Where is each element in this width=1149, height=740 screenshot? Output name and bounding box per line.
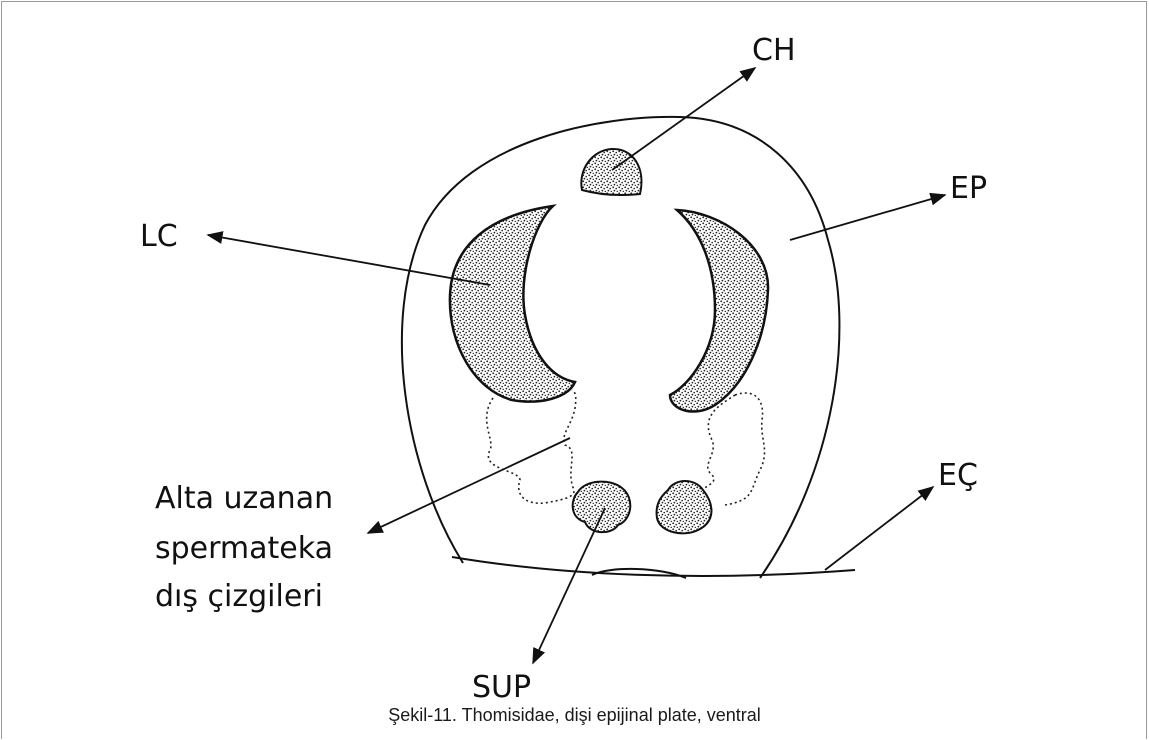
left-lateral-crescent (450, 206, 575, 402)
label-spermateka-line2: spermateka (155, 531, 333, 566)
label-sup: SUP (472, 670, 531, 705)
label-ec: EÇ (938, 458, 978, 493)
sup-arrow (533, 508, 605, 663)
left-spermatheca-outline (487, 390, 576, 503)
label-ch: CH (752, 33, 796, 68)
label-lc: LC (140, 219, 178, 254)
figure-caption: Şekil-11. Thomisidae, dişi epijinal plat… (0, 705, 1149, 726)
left-sup-structure (573, 482, 631, 533)
spermateka-arrow (368, 438, 570, 533)
lc-arrow (208, 235, 490, 285)
label-spermateka-line3: dış çizgileri (155, 579, 323, 614)
right-lateral-crescent (670, 210, 768, 412)
right-sup-structure (657, 481, 712, 533)
label-ep: EP (950, 171, 987, 206)
label-spermateka-line1: Alta uzanan (155, 481, 333, 516)
epigastric-furrow-line (452, 557, 855, 576)
ec-arrow (825, 487, 933, 570)
